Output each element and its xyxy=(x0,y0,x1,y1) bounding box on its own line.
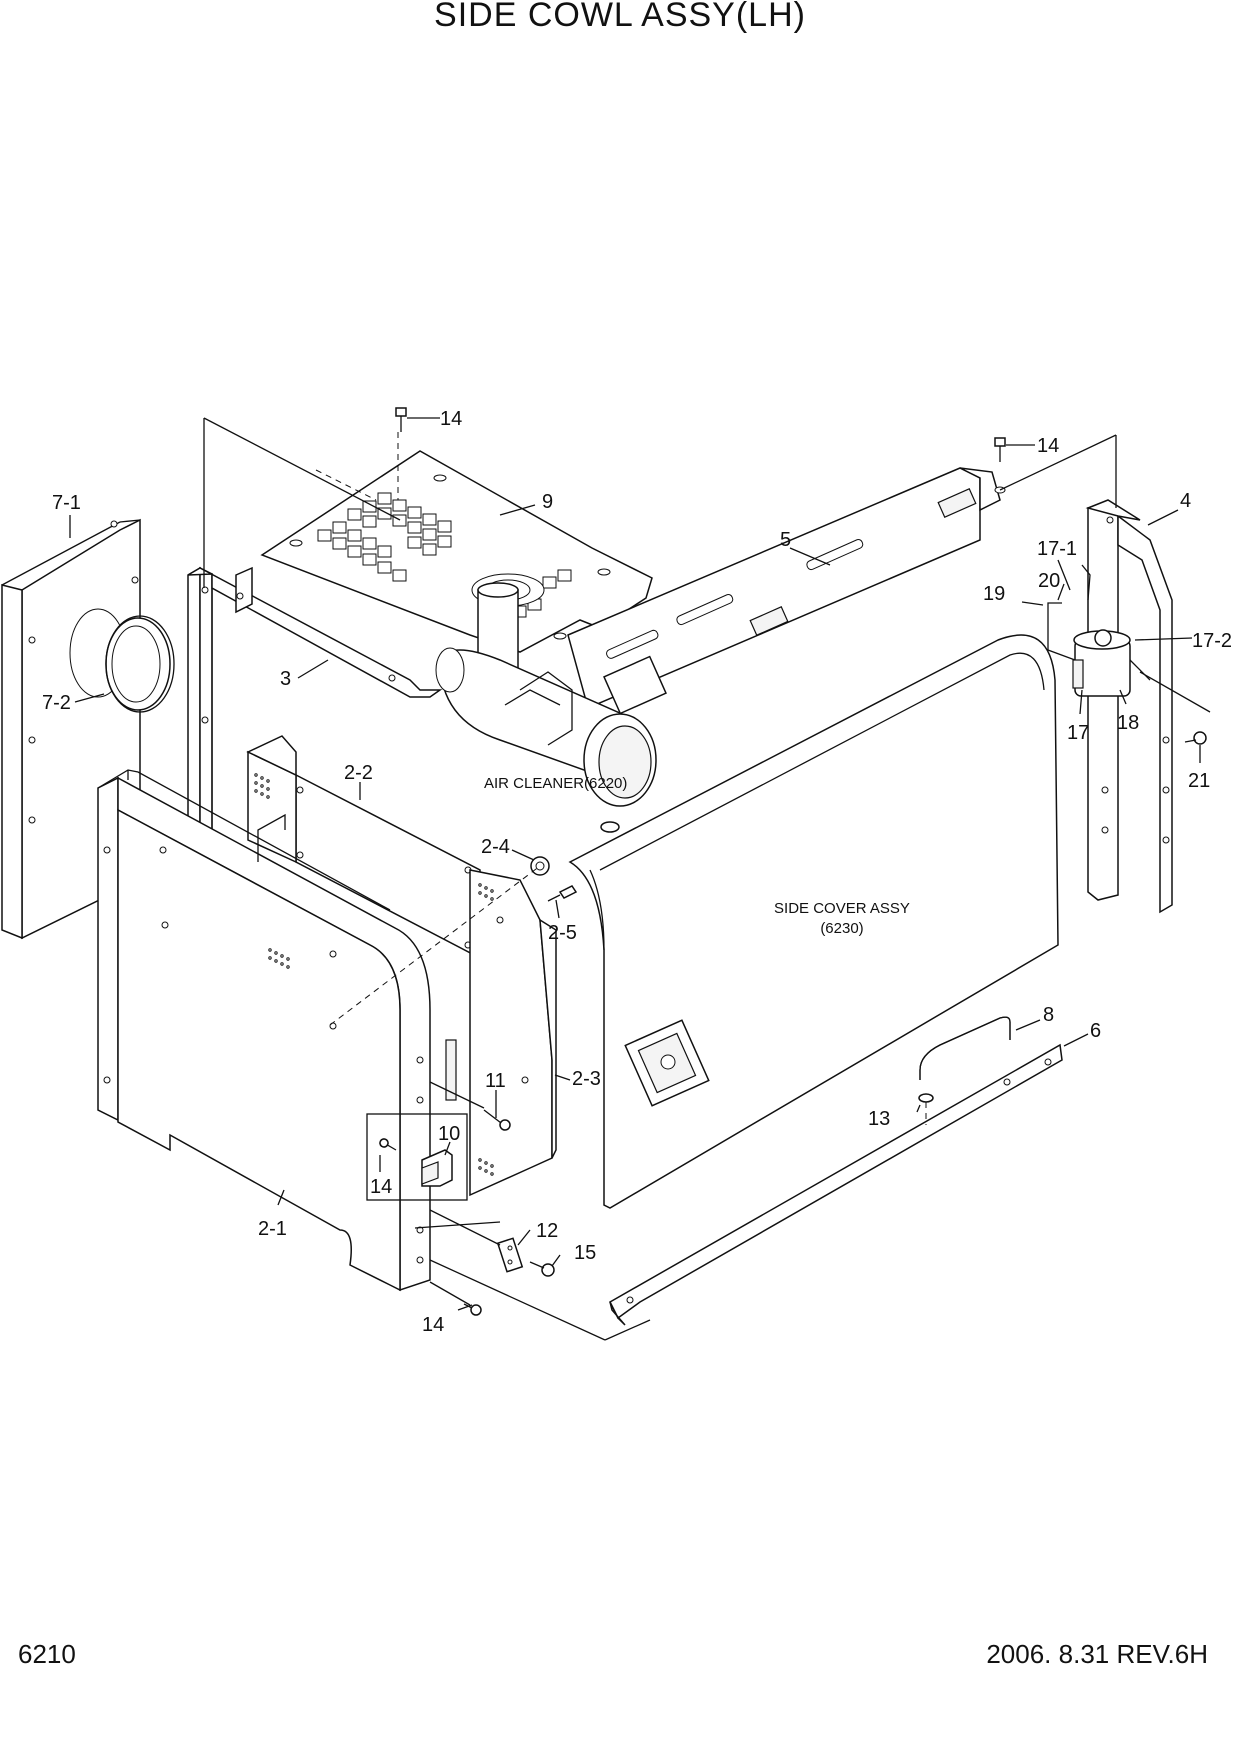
air-cleaner-note: AIR CLEANER(6220) xyxy=(484,775,627,792)
part-8-handle xyxy=(919,1016,1011,1080)
callout-15: 15 xyxy=(574,1242,596,1264)
callout-6: 6 xyxy=(1090,1020,1101,1042)
callout-3: 3 xyxy=(280,668,291,690)
part-21-bolt xyxy=(1184,731,1207,745)
callout-7-2: 7-2 xyxy=(42,692,71,714)
callout-10: 10 xyxy=(438,1123,460,1145)
part-9-top-plate xyxy=(260,450,653,653)
callout-20: 20 xyxy=(1038,570,1060,592)
page-title: SIDE COWL ASSY(LH) xyxy=(434,0,806,34)
callout-14-bottom: 14 xyxy=(422,1314,444,1336)
callout-17: 17 xyxy=(1067,722,1089,744)
part-2-4-grommet xyxy=(530,856,550,876)
callout-2-4: 2-4 xyxy=(481,836,510,858)
callout-2-5: 2-5 xyxy=(548,922,577,944)
reservoir-tank xyxy=(1047,564,1151,697)
part-15-bolt xyxy=(529,1261,555,1277)
part-7-2-ring xyxy=(105,615,175,713)
callout-4: 4 xyxy=(1180,490,1191,512)
part-4-frame xyxy=(1085,499,1173,914)
revision-date: 2006. 8.31 REV.6H xyxy=(986,1639,1208,1669)
part-13-washer xyxy=(918,1093,934,1125)
reference-notes: AIR CLEANER(6220) SIDE COVER ASSY (6230) xyxy=(484,775,910,937)
callout-12: 12 xyxy=(536,1220,558,1242)
part-6-rail xyxy=(609,1043,1063,1326)
callout-2-2: 2-2 xyxy=(344,762,373,784)
callout-labels: 14 14 9 5 4 7-1 7-2 3 17-1 20 19 17-2 17… xyxy=(42,408,1232,1336)
callout-17-1: 17-1 xyxy=(1037,538,1077,560)
callout-7-1: 7-1 xyxy=(52,492,81,514)
callout-2-1: 2-1 xyxy=(258,1218,287,1240)
part-2-2-perforation xyxy=(254,773,270,799)
air-cleaner-assembly xyxy=(435,582,667,833)
part-14-bolts xyxy=(379,407,1006,1316)
callout-14-top-left: 14 xyxy=(440,408,462,430)
leader-lines xyxy=(69,417,1211,1341)
callout-9: 9 xyxy=(542,491,553,513)
side-cover-note-line2: (6230) xyxy=(820,920,863,937)
part-2-5-bolt xyxy=(547,885,578,902)
part-2-1-perforation xyxy=(268,948,290,969)
callout-18: 18 xyxy=(1117,712,1139,734)
callout-17-2: 17-2 xyxy=(1192,630,1232,652)
part-11-screw xyxy=(483,1109,511,1131)
part-12-bracket xyxy=(496,1237,524,1273)
callout-5: 5 xyxy=(780,529,791,551)
callout-2-3: 2-3 xyxy=(572,1068,601,1090)
part-2-3-perforation xyxy=(478,883,494,1176)
callout-21: 21 xyxy=(1188,770,1210,792)
side-cover-note-line1: SIDE COVER ASSY xyxy=(774,900,910,917)
callout-11: 11 xyxy=(485,1070,506,1092)
callout-8: 8 xyxy=(1043,1004,1054,1026)
side-cover-assembly xyxy=(568,634,1059,1209)
part-2-2-panel xyxy=(246,735,481,960)
callout-14-latch: 14 xyxy=(370,1176,392,1198)
callout-19: 19 xyxy=(983,583,1005,605)
callout-14-top-right: 14 xyxy=(1037,435,1059,457)
part-2-1-panel xyxy=(97,769,457,1292)
page-number: 6210 xyxy=(18,1639,76,1669)
part-2-3-panel xyxy=(469,869,557,1197)
part-5-bracket xyxy=(567,467,1006,710)
callout-13: 13 xyxy=(868,1108,890,1130)
